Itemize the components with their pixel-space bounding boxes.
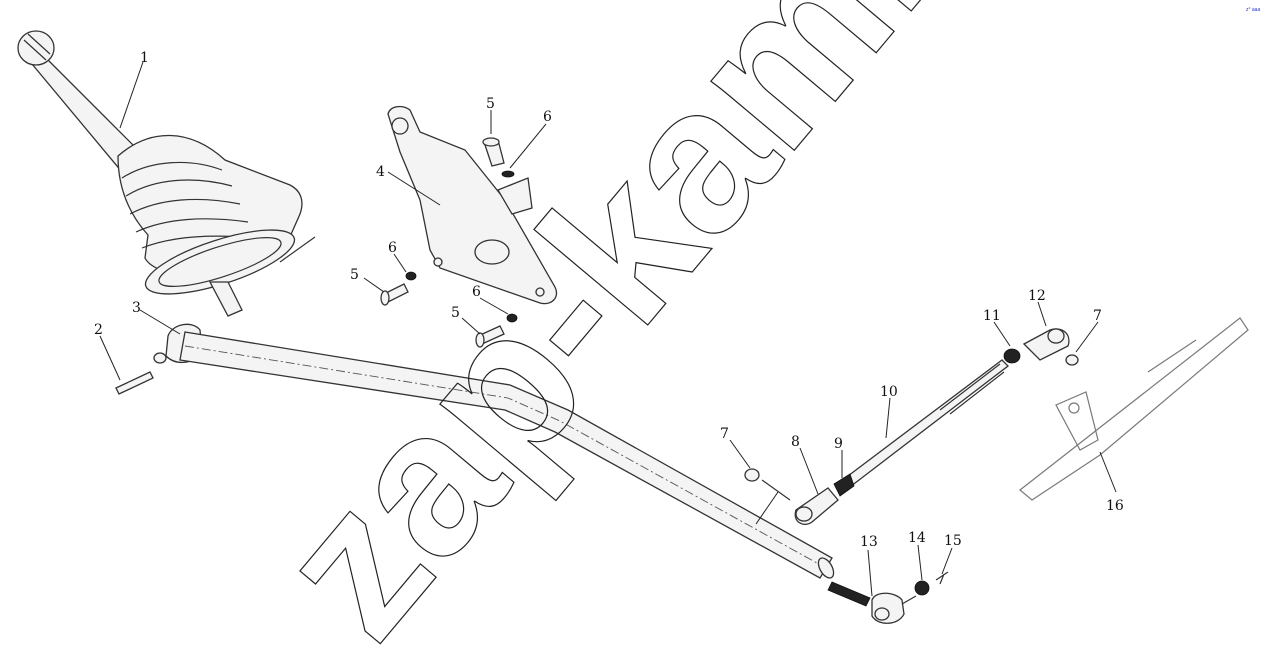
callout-8: 8 <box>791 434 800 450</box>
lower-joint-assembly <box>827 571 949 624</box>
callout-2: 2 <box>94 322 103 338</box>
callout-11: 11 <box>983 308 1001 324</box>
boot-base-inner-ring <box>158 237 282 287</box>
cotter-pin-15 <box>935 571 949 585</box>
leader-6b <box>393 253 407 273</box>
callout-6-top: 6 <box>543 109 552 125</box>
knob-grooves <box>23 33 51 61</box>
leader-12 <box>1037 301 1047 327</box>
callout-9: 9 <box>834 436 843 452</box>
leader-2 <box>99 335 121 381</box>
callout-7-left: 7 <box>720 426 729 442</box>
lever-lower-end <box>208 281 243 317</box>
leader-10 <box>885 397 891 439</box>
watermark-text: zap-kam.ru <box>233 0 1104 651</box>
leader-7a <box>729 439 751 469</box>
bracket-top-hole <box>391 117 409 135</box>
support-bracket-16 <box>1019 317 1249 501</box>
ball-joint-12-eye <box>1047 328 1065 344</box>
leader-4 <box>387 171 441 206</box>
shift-rod-assembly <box>115 323 835 579</box>
support-bracket-outline <box>1019 317 1249 501</box>
callout-6-bottom: 6 <box>472 284 481 300</box>
leader-6c <box>479 297 509 315</box>
callout-14: 14 <box>908 530 926 546</box>
bracket-plate <box>387 105 558 305</box>
shift-rod <box>179 331 833 579</box>
lever-axis-line <box>279 236 316 263</box>
linkage-rod <box>839 359 1009 491</box>
callout-16: 16 <box>1106 498 1124 514</box>
leader-6a <box>509 123 547 169</box>
nut-11 <box>1003 348 1021 364</box>
nut-7-right <box>1065 354 1079 366</box>
leader-7b <box>1075 321 1099 353</box>
bolt-left-head <box>380 290 390 306</box>
leader-3 <box>139 309 181 335</box>
leader-14 <box>917 544 923 581</box>
bracket-hole-right <box>535 287 545 297</box>
support-bracket-hole <box>1068 402 1080 414</box>
leader-11 <box>993 321 1011 347</box>
rod-end-cap <box>817 557 835 579</box>
leader-8 <box>799 447 819 495</box>
leader-lines <box>99 61 1117 597</box>
joint-stud <box>901 595 917 605</box>
leader-5b <box>363 277 385 293</box>
leader-13 <box>867 549 873 597</box>
callout-10: 10 <box>880 384 898 400</box>
corner-mark: z° aaa <box>1246 7 1260 13</box>
mounting-bracket-assembly <box>380 105 558 348</box>
threaded-stud-13 <box>827 581 871 607</box>
leader-16 <box>1099 451 1117 493</box>
nut-7-left <box>744 468 760 482</box>
callout-labels: 1 2 3 4 5 6 6 5 6 5 7 7 8 9 10 11 12 13 … <box>94 50 1124 550</box>
callout-13: 13 <box>860 534 878 550</box>
leader-5c <box>461 317 481 335</box>
washer-top <box>501 170 515 178</box>
callout-12: 12 <box>1028 288 1046 304</box>
callout-6-left: 6 <box>388 240 397 256</box>
bracket-hole-left <box>433 257 443 267</box>
pin <box>115 371 154 395</box>
leader-3b <box>755 491 779 525</box>
leader-1 <box>119 61 144 129</box>
upper-linkage-assembly <box>744 328 1079 525</box>
bolt-bottom-head <box>475 332 485 348</box>
callout-3: 3 <box>132 300 141 316</box>
lock-nut-9 <box>833 473 855 497</box>
nut-7-left-axis <box>761 479 791 501</box>
callout-1: 1 <box>140 50 149 66</box>
gear-lever-assembly <box>17 30 316 317</box>
bracket-tab <box>497 177 533 215</box>
washer-left <box>405 271 417 281</box>
callout-5-left: 5 <box>350 267 359 283</box>
clevis-hole <box>153 352 167 364</box>
washer-bottom <box>506 313 518 323</box>
bolt-top-head <box>482 137 500 147</box>
callout-5-bottom: 5 <box>451 305 460 321</box>
leader-15 <box>941 547 953 575</box>
callout-15: 15 <box>944 533 962 549</box>
callout-4: 4 <box>376 164 385 180</box>
rod-thread <box>939 363 1005 415</box>
gear-knob <box>17 30 55 66</box>
callout-7-right: 7 <box>1093 308 1102 324</box>
rod-centerline <box>184 345 827 569</box>
callout-5-top: 5 <box>486 96 495 112</box>
ball-joint-13-eye <box>874 607 890 621</box>
nut-14 <box>914 580 930 596</box>
boot-ribs <box>121 161 257 249</box>
bracket-center-hole <box>474 239 510 265</box>
ball-joint-8-eye <box>795 506 813 522</box>
